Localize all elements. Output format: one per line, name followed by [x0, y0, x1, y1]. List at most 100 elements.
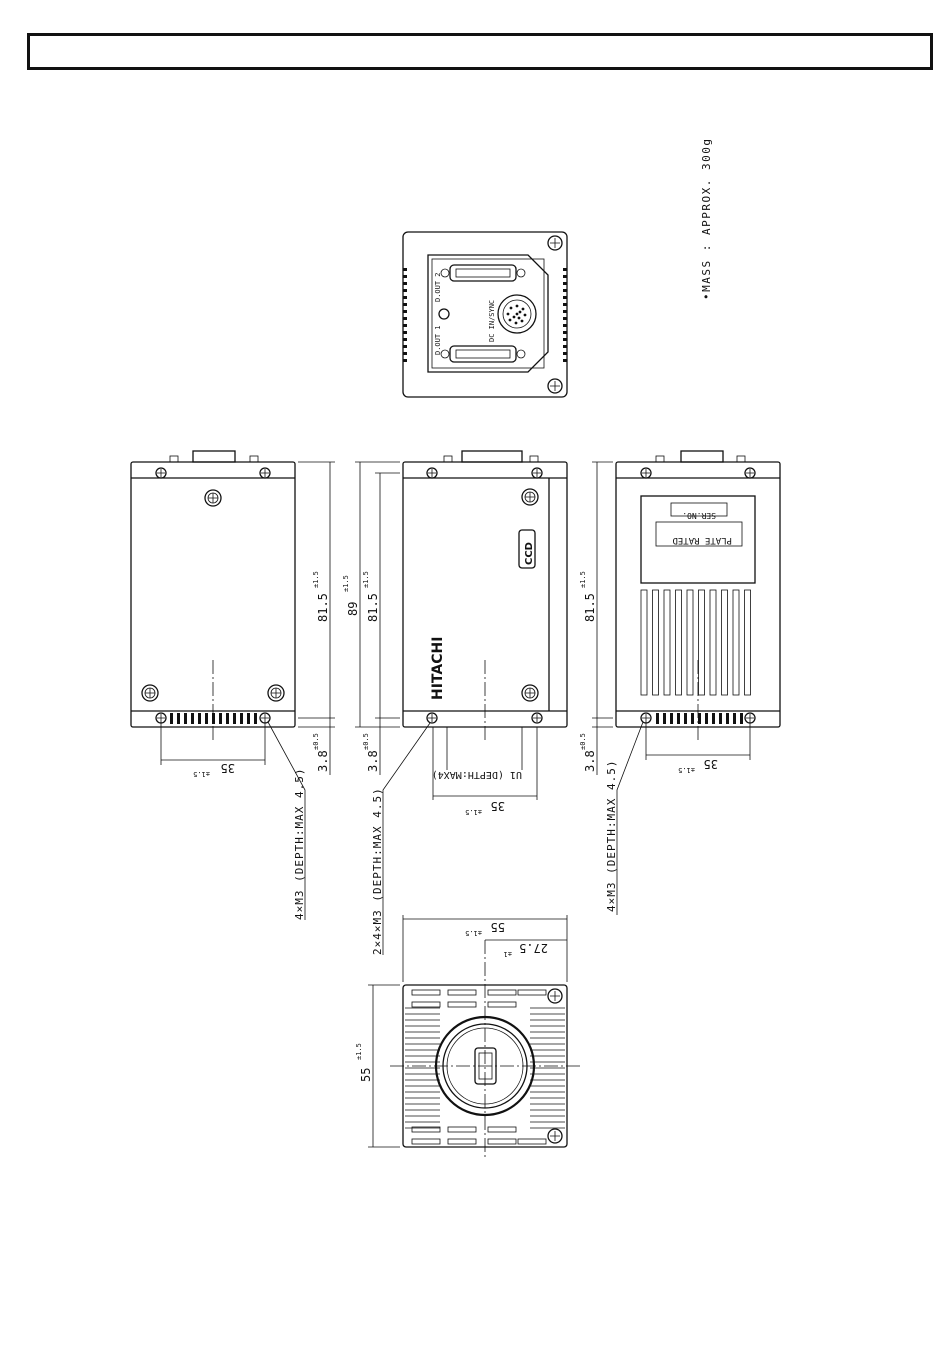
- rib: [403, 338, 407, 341]
- mass-note: •MASS : APPROX. 300g: [700, 138, 713, 300]
- right-bottom-tol: ±0.5: [579, 733, 587, 750]
- right-side-view: SER.NO. PLATE RATED 81.5 ±1.5 3.8 ±0.5 3…: [579, 451, 780, 915]
- rib: [563, 324, 567, 327]
- slot: [488, 990, 516, 995]
- vent-slot: [722, 590, 728, 695]
- rib: [403, 296, 407, 299]
- screw-icon: [745, 713, 755, 723]
- vent-slot: [664, 590, 670, 695]
- fin: [670, 713, 673, 724]
- fin: [177, 713, 180, 724]
- ser-no-label: SER.NO.: [682, 511, 716, 520]
- rear-panel-view: D.OUT 2 D.OUT 1 DC IN/SYNC: [403, 232, 567, 397]
- rib: [403, 352, 407, 355]
- fin: [740, 713, 743, 724]
- right-width-tol: ±1.5: [678, 766, 695, 774]
- dc-in-connector: [498, 295, 536, 333]
- fin: [254, 713, 257, 724]
- rib: [563, 338, 567, 341]
- fin: [726, 713, 729, 724]
- dout1-connector: [441, 346, 525, 362]
- screw-icon: [548, 379, 562, 393]
- screw-icon: [156, 713, 166, 723]
- vent-slot: [653, 590, 659, 695]
- left-height-tol: ±1.5: [312, 571, 320, 588]
- screw-icon: [260, 713, 270, 723]
- screw-icon: [427, 468, 437, 478]
- pin: [513, 316, 516, 319]
- center-side-view: HITACHI CCD 89 ±1.5 81.5 ±1.5 3.8 ±0.5 U…: [342, 451, 567, 955]
- rib: [403, 345, 407, 348]
- front-height-tol: ±1.5: [355, 1043, 363, 1060]
- status-led: [439, 309, 449, 319]
- pin: [524, 314, 527, 317]
- vent-slots: [641, 590, 751, 695]
- right-thread-note: 4×M3 (DEPTH:MAX 4.5): [605, 760, 618, 912]
- pin: [516, 305, 519, 308]
- pin: [509, 319, 512, 322]
- rib: [563, 345, 567, 348]
- fin: [191, 713, 194, 724]
- pin: [507, 313, 510, 316]
- screw-icon: [156, 468, 166, 478]
- rib: [563, 275, 567, 278]
- front-half-dim: 27.5: [519, 941, 548, 955]
- fin: [212, 713, 215, 724]
- slot: [488, 1139, 516, 1144]
- slot: [412, 1002, 440, 1007]
- front-width-tol: ±1.5: [465, 929, 482, 937]
- screw-icon: [548, 1129, 562, 1143]
- rib: [563, 317, 567, 320]
- left-bottom-tol: ±0.5: [312, 733, 320, 750]
- rib: [403, 303, 407, 306]
- rib: [563, 268, 567, 271]
- fin: [663, 713, 666, 724]
- fin: [226, 713, 229, 724]
- fin: [691, 713, 694, 724]
- screw-icon: [427, 713, 437, 723]
- left-width-dim: 35: [221, 761, 235, 775]
- left-bottom-dim: 3.8: [316, 750, 330, 772]
- left-thread-note: 4×M3 (DEPTH:MAX 4.5): [293, 768, 306, 920]
- screw-icon: [268, 685, 284, 701]
- fin: [170, 713, 173, 724]
- slot: [412, 1139, 440, 1144]
- center-bottom-tol: ±0.5: [362, 733, 370, 750]
- rib: [563, 352, 567, 355]
- left-width-tol: ±1.5: [193, 770, 210, 778]
- center-overall-dim: 89: [346, 602, 360, 616]
- fin: [219, 713, 222, 724]
- slot: [448, 1002, 476, 1007]
- screw-icon: [745, 468, 755, 478]
- front-width-dim: 55: [491, 920, 505, 934]
- vent-slot: [699, 590, 705, 695]
- vent-slot: [733, 590, 739, 695]
- dout2-label: D.OUT 2: [434, 272, 442, 302]
- front-view: 55 ±1.5 27.5 ±1 55 ±1.5: [355, 915, 580, 1160]
- screw-icon: [641, 713, 651, 723]
- screw-icon: [260, 468, 270, 478]
- fin: [247, 713, 250, 724]
- slot: [488, 1127, 516, 1132]
- center-width-tol: ±1.5: [465, 808, 482, 816]
- vent-slot: [676, 590, 682, 695]
- slot: [412, 990, 440, 995]
- pin: [516, 313, 519, 316]
- dc-in-label: DC IN/SYNC: [488, 300, 496, 342]
- pin: [515, 322, 518, 325]
- center-bottom-dim: 3.8: [366, 750, 380, 772]
- fin: [184, 713, 187, 724]
- vent-slot: [745, 590, 751, 695]
- vent-slot: [710, 590, 716, 695]
- fin: [712, 713, 715, 724]
- rib: [563, 359, 567, 362]
- vent-slot: [687, 590, 693, 695]
- fin: [677, 713, 680, 724]
- fin: [198, 713, 201, 724]
- fin: [656, 713, 659, 724]
- u1-note: U1 (DEPTH:MAX4): [432, 769, 522, 780]
- center-overall-tol: ±1.5: [342, 575, 350, 592]
- center-thread-note: 2×4×M3 (DEPTH:MAX 4.5): [371, 787, 384, 955]
- fin: [705, 713, 708, 724]
- dout1-label: D.OUT 1: [434, 325, 442, 355]
